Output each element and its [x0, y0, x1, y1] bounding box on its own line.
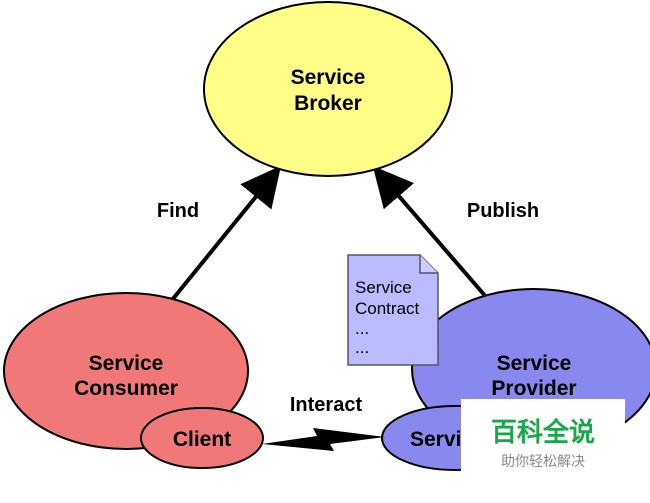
- contract-line3: ...: [355, 319, 369, 338]
- broker-label-line1: Service: [291, 66, 366, 89]
- contract-line4: ...: [355, 338, 369, 357]
- interact-label: Interact: [290, 394, 363, 416]
- consumer-label-line2: Consumer: [74, 377, 178, 400]
- document-fold: [419, 255, 438, 274]
- provider-label-line2: Provider: [491, 377, 576, 400]
- find-arrow: [170, 165, 282, 302]
- find-label: Find: [157, 200, 199, 222]
- watermark-title: 百科全说: [491, 417, 595, 448]
- consumer-label-line1: Service: [89, 352, 164, 375]
- broker-label-line2: Broker: [294, 92, 362, 115]
- service-contract-document: [347, 254, 439, 366]
- publish-arrow: [372, 165, 489, 300]
- service-broker-node: [203, 1, 453, 177]
- watermark-subtitle: 助你轻松解决: [501, 454, 585, 470]
- client-label: Client: [173, 428, 231, 451]
- client-node: [140, 407, 264, 469]
- publish-label: Publish: [467, 200, 539, 222]
- contract-line2: Contract: [355, 299, 420, 318]
- contract-line1: Service: [355, 278, 412, 297]
- watermark-box: [461, 399, 625, 479]
- interact-connector: [262, 428, 385, 451]
- provider-label-line1: Service: [497, 352, 572, 375]
